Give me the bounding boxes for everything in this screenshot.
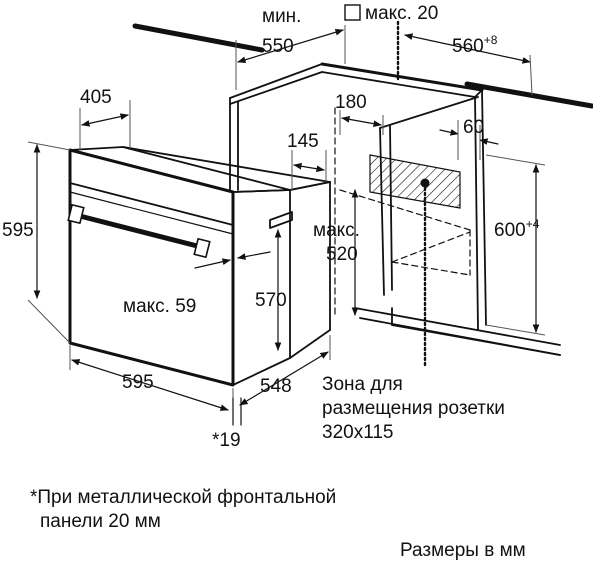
square-symbol-icon xyxy=(344,4,361,21)
cabinet-niche xyxy=(132,23,593,356)
label-570: 570 xyxy=(255,290,287,311)
label-405: 405 xyxy=(80,87,112,108)
label-max20: макс. 20 xyxy=(365,3,438,24)
socket-zone-line3: 320x115 xyxy=(322,422,394,443)
label-600: 600+4 xyxy=(494,217,540,241)
label-595-height: 595 xyxy=(2,220,34,241)
label-max: макс. xyxy=(313,220,360,241)
label-145: 145 xyxy=(287,131,319,152)
socket-zone xyxy=(369,154,461,209)
socket-zone-line2: размещения розетки xyxy=(322,398,505,419)
label-60: 60 xyxy=(463,117,484,138)
footnote-line1: *При металлической фронтальной xyxy=(30,487,336,508)
label-548: 548 xyxy=(260,376,292,397)
label-star19: *19 xyxy=(212,430,241,451)
label-180: 180 xyxy=(335,92,367,113)
label-max59: макс. 59 xyxy=(123,296,196,317)
label-550: 550 xyxy=(262,36,294,57)
socket-zone-line1: Зона для xyxy=(322,374,403,395)
label-560: 560+8 xyxy=(452,33,498,57)
label-520: 520 xyxy=(326,244,358,265)
label-min: мин. xyxy=(262,6,301,27)
oven xyxy=(67,146,331,387)
label-595-width: 595 xyxy=(122,372,154,393)
units-note: Размеры в мм xyxy=(400,540,526,561)
dimensions xyxy=(27,25,546,426)
footnote-line2: панели 20 мм xyxy=(40,511,161,532)
